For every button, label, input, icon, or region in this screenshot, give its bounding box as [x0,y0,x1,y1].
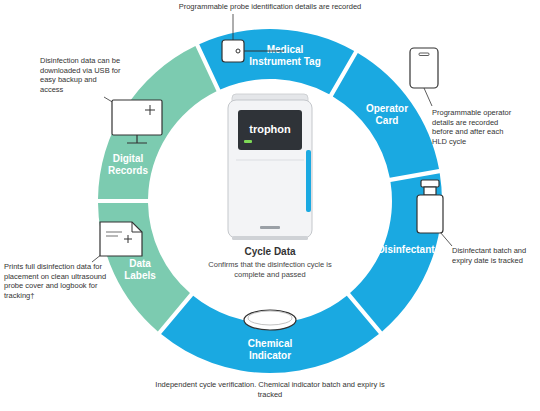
document-icon [100,222,142,256]
device-logo [260,226,280,229]
card-body [410,48,438,88]
bottle-neck [424,187,436,195]
device-body [228,100,312,238]
bottle-body [417,195,443,233]
plus-symbol [145,105,155,115]
document-fold [132,222,142,232]
tag-body [222,40,244,62]
device-top [232,94,308,106]
segment-label: Operator Card [357,103,417,127]
segment-label: Medical Instrument Tag [243,44,328,68]
node-heading: Cycle Data [205,246,335,258]
segment-label: Digital Records [101,153,156,177]
bottle-icon [417,180,443,233]
tag-strap [244,50,284,51]
segment-fill [333,53,439,178]
segment-fill [350,173,442,331]
ring-segment: Chemical Indicator [159,294,381,373]
tag-icon [222,40,284,62]
card-icon [410,48,438,88]
annotation-note: Prints full disinfection data for placem… [4,262,108,300]
ring-segment: Data Labels [98,201,192,333]
device-seam [236,160,304,161]
indicator-icon [244,310,296,330]
screen-accent [244,140,252,143]
monitor-screen [112,100,162,135]
device-screen [238,110,302,150]
annotation-note: Disinfection data can be downloaded via … [40,56,122,94]
leader-line [92,254,102,262]
leader-line [104,97,114,103]
document-body [100,222,142,256]
segment-shape [159,294,381,373]
annotation-note: Programmable operator details are record… [432,108,514,146]
ring-segment: Medical Instrument Tag [197,29,356,96]
plus-symbol [124,235,132,243]
monitor-stand [127,135,147,143]
segment-fill [161,296,379,373]
node-body: Confirms that the disinfection cycle is … [205,260,335,279]
screen-logo: trophon [240,123,300,136]
annotation-note: Disinfectant batch and expiry date is tr… [452,246,536,265]
segment-fill [199,29,354,94]
device-foot [232,236,308,240]
segment-label: Data Labels [118,258,163,282]
annotation-note: Independent cycle verification. Chemical… [150,380,390,399]
indicator-disc [244,310,296,330]
leader-line [424,88,432,106]
segment-label: Chemical Indicator [230,338,310,362]
ring-segment: Disinfectant [348,171,442,333]
tag-hole [236,49,240,53]
ring-segment: Operator Card [331,52,440,180]
segment-fill [98,203,190,331]
monitor-icon [112,100,162,143]
device-stripe [306,150,311,212]
leader-line [233,14,234,40]
indicator-rim [248,311,292,325]
center-node: Cycle DataConfirms that the disinfection… [205,246,335,296]
card-slot [419,53,429,56]
annotation-note: Programmable probe identification detail… [150,2,390,12]
document-lines [106,232,122,236]
segment-label: Disinfectant [371,244,441,256]
bottle-cap [421,180,439,187]
leader-line [440,232,452,246]
trophon-device [228,94,312,240]
